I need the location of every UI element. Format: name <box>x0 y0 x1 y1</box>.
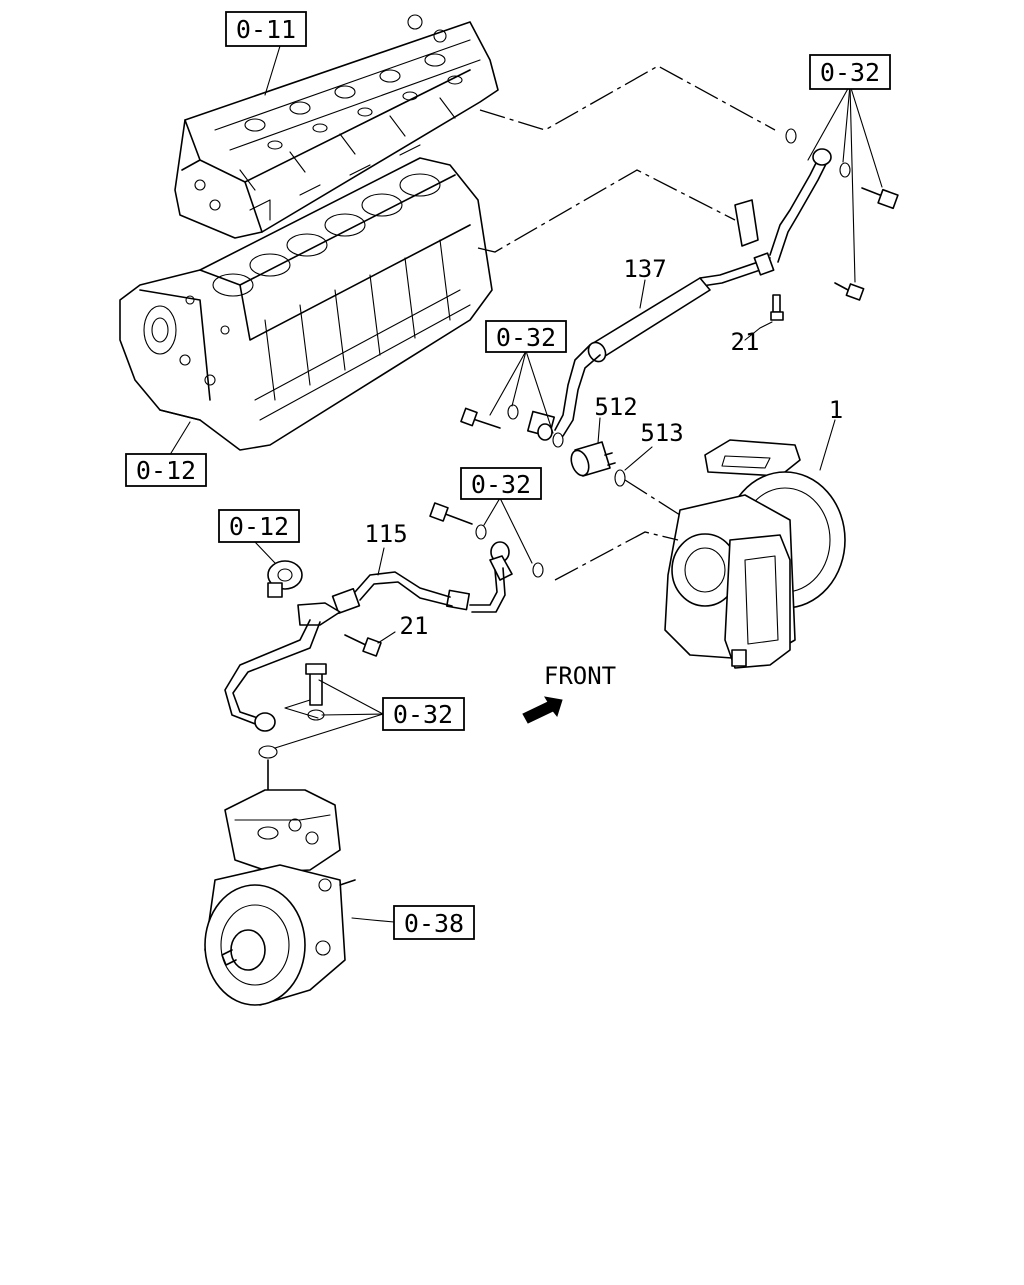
oil-pipe-115-drawing <box>224 541 513 732</box>
fasteners-lower <box>258 502 544 801</box>
fasteners-upper <box>460 128 899 448</box>
callout-pipe137-fasteners-label: 0-32 <box>496 323 556 352</box>
callout-turbo-fasteners[interactable]: 0-32 <box>460 467 542 500</box>
part-number-21-lower[interactable]: 21 <box>400 612 429 640</box>
part-number-1[interactable]: 1 <box>829 396 843 424</box>
callout-block-port-label: 0-12 <box>229 512 289 541</box>
callout-air-compressor[interactable]: 0-38 <box>393 905 475 940</box>
leader-lines <box>167 45 883 923</box>
front-label: FRONT <box>544 662 616 690</box>
callout-pipe137-fasteners[interactable]: 0-32 <box>485 320 567 353</box>
callout-block-port[interactable]: 0-12 <box>218 509 300 543</box>
part-number-115[interactable]: 115 <box>364 520 407 548</box>
callout-cyl-head-label: 0-11 <box>236 15 296 44</box>
air-compressor-drawing <box>204 789 356 1006</box>
callout-air-compressor-label: 0-38 <box>404 909 464 938</box>
callout-cyl-block[interactable]: 0-12 <box>125 453 207 487</box>
callout-turbo-fasteners-label: 0-32 <box>471 470 531 499</box>
part-number-137[interactable]: 137 <box>623 255 666 283</box>
block-port-fitting <box>267 560 303 598</box>
cylinder-block-drawing <box>119 157 493 451</box>
callout-pipe115-fasteners-label: 0-32 <box>393 700 453 729</box>
callout-cyl-block-label: 0-12 <box>136 456 196 485</box>
callout-head-fasteners[interactable]: 0-32 <box>809 54 891 90</box>
callout-cyl-head[interactable]: 0-11 <box>225 11 307 47</box>
part-number-512[interactable]: 512 <box>594 393 637 421</box>
turbocharger-drawing <box>664 439 846 669</box>
part-number-513[interactable]: 513 <box>640 419 683 447</box>
callout-pipe115-fasteners[interactable]: 0-32 <box>382 697 465 731</box>
oil-pipe-137-drawing <box>526 148 832 441</box>
front-arrow-icon <box>522 696 563 724</box>
adapter-512-drawing <box>570 441 681 516</box>
part-number-21-upper[interactable]: 21 <box>731 328 760 356</box>
callout-head-fasteners-label: 0-32 <box>820 58 880 87</box>
cylinder-head-drawing <box>174 14 499 239</box>
